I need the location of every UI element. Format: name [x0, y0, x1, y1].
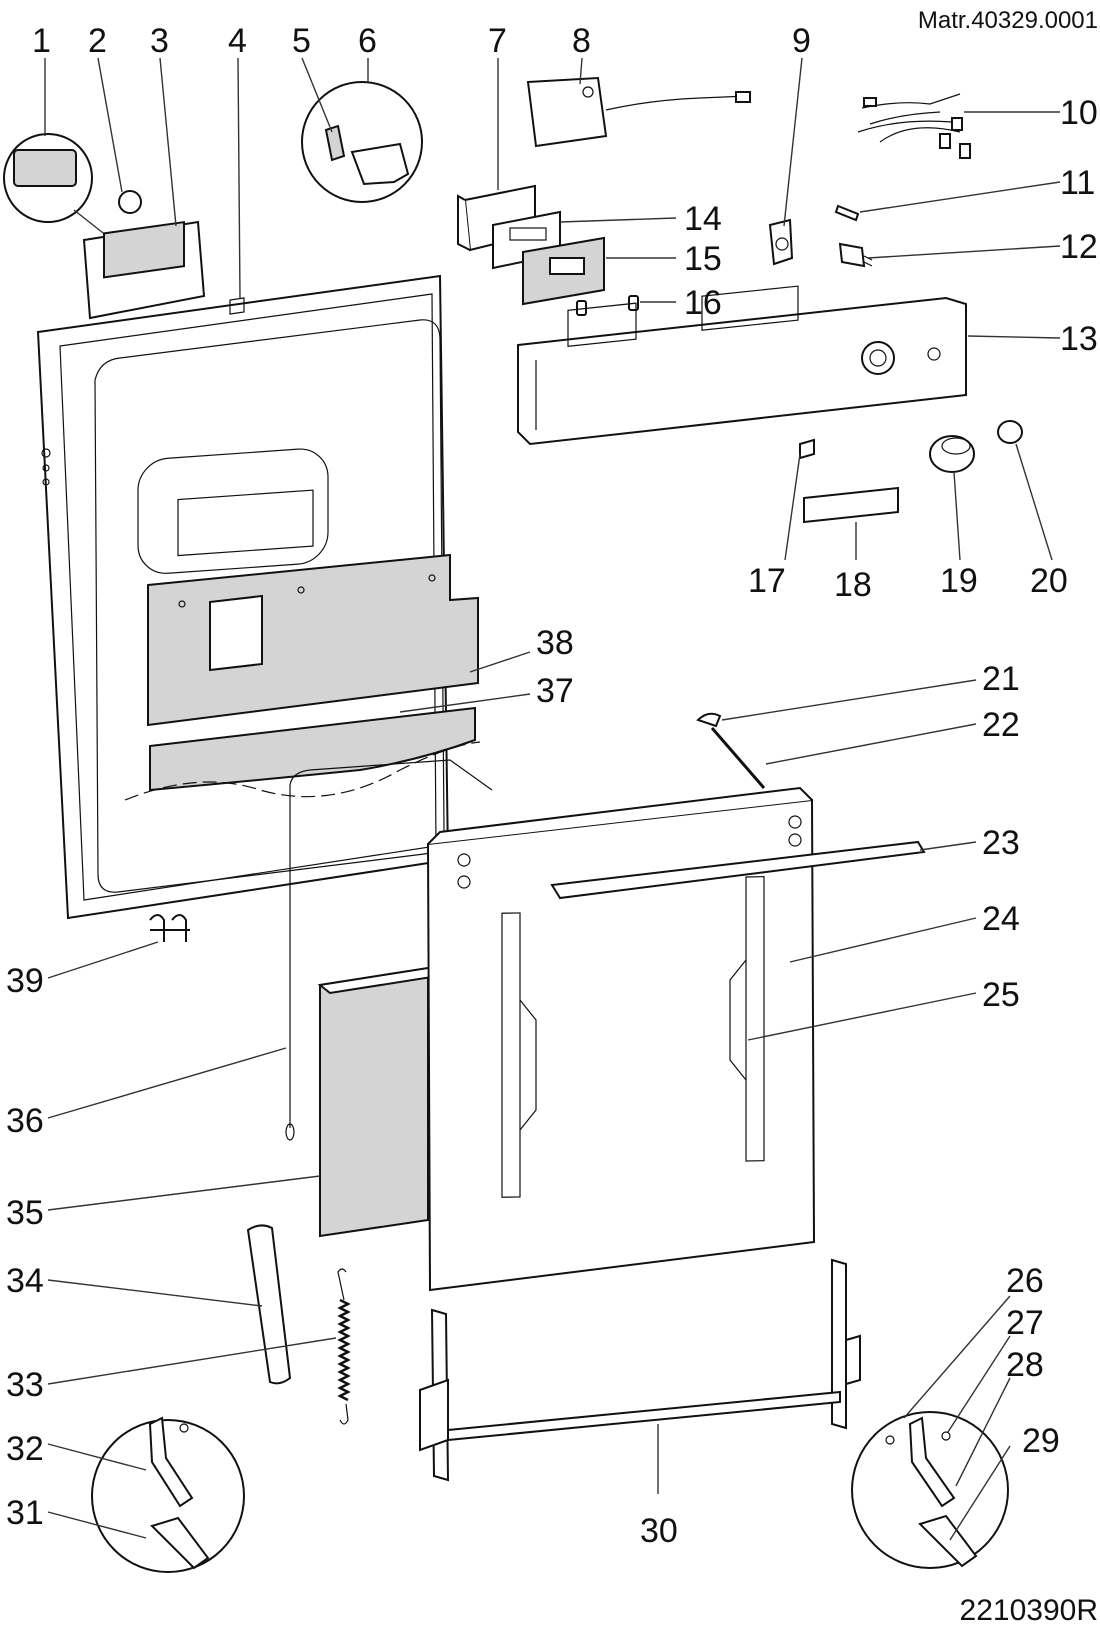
callout-33: 33	[6, 1366, 44, 1404]
leader-lines	[44, 57, 1061, 1541]
callout-4: 4	[228, 22, 247, 60]
callout-11: 11	[1060, 164, 1095, 202]
insulation-panel-38	[147, 553, 479, 727]
clip-21	[696, 712, 722, 728]
callout-30: 30	[640, 1512, 678, 1550]
wiring-harness-10	[857, 93, 971, 159]
outer-door-panel-24	[426, 786, 816, 1292]
callout-numbers: 1 2 3 4 5 6 7 8 9 10 11 12 13 14 15 16 1…	[6, 22, 1098, 1550]
callout-16: 16	[684, 284, 722, 322]
callout-36: 36	[6, 1102, 44, 1140]
hinge-detail-left	[91, 1416, 245, 1573]
hinge-detail-right	[851, 1411, 1009, 1569]
callout-32: 32	[6, 1430, 44, 1468]
callout-17: 17	[748, 562, 786, 600]
callout-14: 14	[684, 200, 722, 238]
callout-8: 8	[572, 22, 591, 60]
callout-10: 10	[1060, 94, 1098, 132]
callout-5: 5	[292, 22, 311, 60]
spring-33	[337, 1298, 351, 1402]
cap-2	[118, 190, 142, 214]
hinge-bar-assembly-30	[419, 1258, 861, 1482]
display-frame-15	[522, 236, 605, 306]
callout-38: 38	[536, 624, 574, 662]
callout-37: 37	[536, 672, 574, 710]
plug-12	[838, 242, 873, 268]
knob-19	[929, 435, 975, 473]
control-panel-13	[517, 285, 967, 446]
callout-27: 27	[1006, 1304, 1044, 1342]
fuse-11	[834, 204, 860, 222]
callout-6: 6	[358, 22, 377, 60]
callout-18: 18	[834, 566, 872, 604]
callout-31: 31	[6, 1494, 44, 1532]
callout-26: 26	[1006, 1262, 1044, 1300]
cable-36	[289, 759, 493, 1128]
callout-9: 9	[792, 22, 811, 60]
dispenser-3	[82, 220, 206, 320]
callout-25: 25	[982, 976, 1020, 1014]
callout-22: 22	[982, 706, 1020, 744]
clip-39	[149, 914, 190, 942]
callout-35: 35	[6, 1194, 44, 1232]
button-20	[997, 420, 1023, 444]
callout-15: 15	[684, 240, 722, 278]
callout-2: 2	[88, 22, 107, 60]
insulation-strip-37	[149, 706, 476, 792]
callout-23: 23	[982, 824, 1020, 862]
callout-13: 13	[1060, 320, 1098, 358]
callout-7: 7	[488, 22, 507, 60]
callout-34: 34	[6, 1262, 44, 1300]
clip-17	[799, 438, 815, 460]
callout-24: 24	[982, 900, 1020, 938]
rod-22	[710, 727, 766, 789]
material-code: Matr.40329.0001	[918, 7, 1098, 34]
detail-circle-1	[3, 133, 113, 241]
callout-21: 21	[982, 660, 1020, 698]
callout-39: 39	[6, 962, 44, 1000]
callout-28: 28	[1006, 1346, 1044, 1384]
seal-strip-34	[246, 1224, 292, 1385]
handle-bar-23	[550, 840, 926, 900]
cover-box-35	[317, 966, 441, 1238]
callout-29: 29	[1022, 1422, 1060, 1460]
callout-1: 1	[32, 22, 51, 60]
selector-switch-9	[768, 218, 794, 266]
drawing-code: 2210390R	[960, 1594, 1098, 1627]
callout-3: 3	[150, 22, 169, 60]
callout-19: 19	[940, 562, 978, 600]
button-18	[803, 486, 899, 524]
callout-20: 20	[1030, 562, 1068, 600]
detail-circle-6	[301, 81, 423, 203]
callout-12: 12	[1060, 228, 1098, 266]
electronic-board-8	[526, 76, 751, 148]
